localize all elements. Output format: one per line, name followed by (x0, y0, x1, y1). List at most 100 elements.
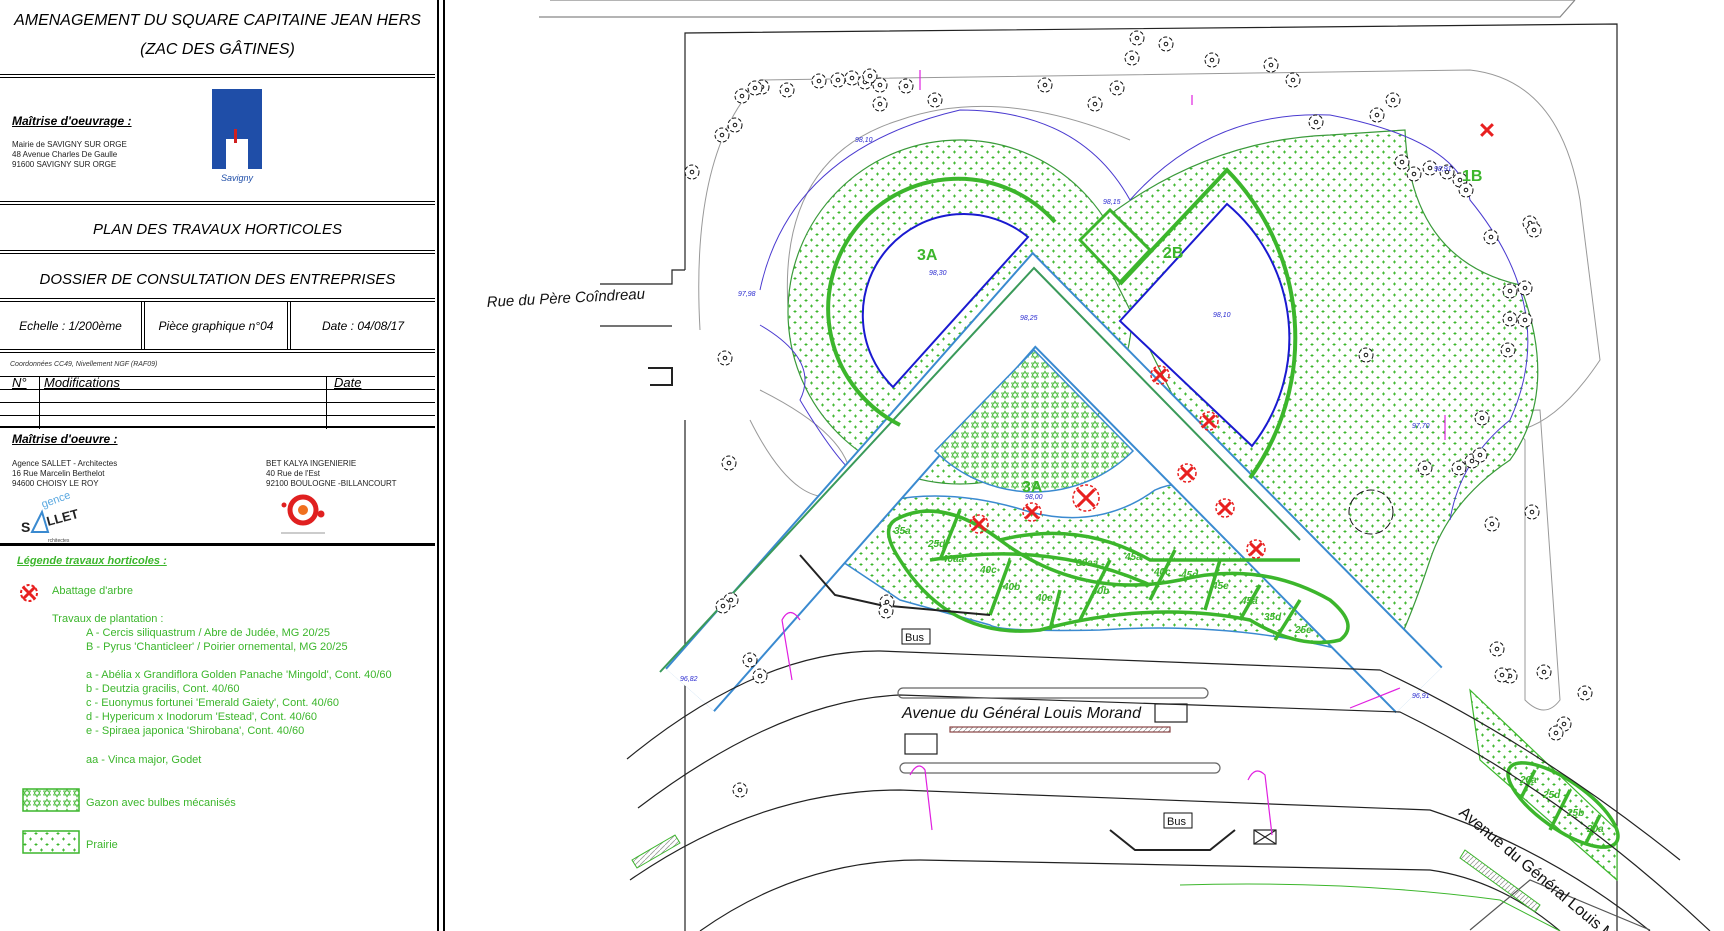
tree-icon (715, 598, 731, 614)
agency-line: 16 Rue Marcelin Berthelot (12, 469, 105, 478)
legend-heading: Légende travaux horticoles : (17, 555, 167, 567)
agency-line: Agence SALLET - Architectes (12, 459, 118, 468)
tree-icon (1517, 312, 1533, 328)
client-heading: Maîtrise d'oeuvrage : (12, 114, 132, 128)
tree-icon (779, 82, 795, 98)
info-row: Echelle : 1/200ème Pièce graphique n°04 … (0, 302, 435, 353)
tree-icon (898, 78, 914, 94)
bed-label: 35a (894, 526, 911, 537)
zone-3a-sector (861, 213, 1030, 389)
elevation: 98,15 (1103, 199, 1121, 206)
bus-stop-label: Bus (1167, 816, 1186, 828)
planting-strips (631, 834, 1561, 931)
existing-trees (684, 30, 1593, 798)
col-number: N° (12, 375, 27, 390)
tree-icon (732, 782, 748, 798)
project-title: AMENAGEMENT DU SQUARE CAPITAINE JEAN HER… (14, 12, 421, 29)
tree-icon (742, 652, 758, 668)
gazon-swatch (22, 788, 80, 812)
bed-label: 40e (1035, 593, 1053, 604)
bed-label: 40aa (941, 554, 965, 565)
zone-2b-square (1077, 207, 1153, 285)
zone-label: 3A (1022, 479, 1043, 496)
bed-label: 25d (927, 539, 946, 550)
zone-label: 3A (917, 247, 938, 264)
tree-icon (1577, 685, 1593, 701)
tree-icon (1494, 667, 1510, 683)
large-tree-icon (1348, 489, 1394, 535)
client-line: 91600 SAVIGNY SUR ORGE (12, 160, 117, 169)
tree-icon (1526, 222, 1542, 238)
tree-icon (717, 350, 733, 366)
prairie-swatch (22, 830, 80, 854)
tree-icon (1517, 280, 1533, 296)
bed-label: 40b (1091, 586, 1109, 597)
bet-line: 40 Rue de l'Est (266, 469, 321, 478)
modifications-table: N° Modifications Date (0, 375, 435, 429)
tree-icon (1417, 460, 1433, 476)
title-block: AMENAGEMENT DU SQUARE CAPITAINE JEAN HER… (0, 0, 439, 931)
tree-icon (830, 72, 846, 88)
dossier-title: DOSSIER DE CONSULTATION DES ENTREPRISES (39, 271, 396, 288)
tree-icon (721, 455, 737, 471)
legend-tree: A - Cercis siliquastrum / Abre de Judée,… (86, 627, 330, 639)
site-boundary (539, 0, 1618, 931)
tree-icon (878, 603, 894, 619)
tree-icon (844, 70, 860, 86)
legend-shrub: c - Euonymus fortunei 'Emerald Gaiety', … (86, 697, 340, 709)
tree-icon (1502, 283, 1518, 299)
tree-icon (1158, 36, 1174, 52)
prairie-corner-bed (1469, 688, 1618, 882)
legend-plantation-heading: Travaux de plantation : (52, 613, 164, 625)
architect-heading: Maîtrise d'oeuvre : (12, 432, 118, 446)
tree-icon (1406, 166, 1422, 182)
bus-stops: Bus Bus (901, 628, 1193, 829)
agency-line: 94600 CHOISY LE ROY (12, 479, 99, 488)
tree-felling-icon (1022, 502, 1042, 522)
zone-labels: 3A 2B 1B 3A (917, 168, 1482, 496)
walkway-edges (759, 109, 1529, 521)
bed-label: 20a (1586, 824, 1604, 835)
legend-prairie: Prairie (86, 839, 118, 851)
tree-felling-icon (1150, 365, 1170, 385)
bed-label: 35d (1264, 612, 1282, 623)
elevation: 97,70 (1412, 423, 1430, 430)
tree-felling-icon (1246, 539, 1266, 559)
elevation: 96,91 (1412, 693, 1430, 700)
col-date: Date (334, 375, 362, 390)
planting-bed-labels: 35a 25d 40aa 40c 40b 40e 80aa 45a 40c 45… (894, 526, 1604, 835)
tree-icon (1422, 160, 1438, 176)
tree-icon (1204, 52, 1220, 68)
tree-icon (1285, 72, 1301, 88)
tree-icon (872, 96, 888, 112)
tree-icon (747, 80, 763, 96)
tree-felling-marks (969, 123, 1494, 559)
tree-icon (872, 77, 888, 93)
svg-text:S: S (21, 519, 30, 535)
roads (626, 554, 1711, 931)
elevation: 98,00 (1025, 494, 1043, 501)
plan-title: PLAN DES TRAVAUX HORTICOLES (93, 221, 342, 238)
legend-shrub: d - Hypericum x Inodorum 'Estead', Cont.… (86, 711, 318, 723)
project-subtitle: (ZAC DES GÂTINES) (140, 41, 295, 58)
tree-icon (1451, 460, 1467, 476)
tree-icon (1394, 154, 1410, 170)
bed-label: 80aa (1076, 558, 1099, 569)
tree-icon (1358, 347, 1374, 363)
tree-felling-icon (1177, 463, 1197, 483)
zone-label: 1B (1462, 168, 1482, 185)
bed-label: 25e (1294, 625, 1312, 636)
client-line: 48 Avenue Charles De Gaulle (12, 150, 118, 159)
coordinates-note: Coordonnées CC49, Nivellement NGF (RAF09… (10, 361, 158, 368)
frame-divider (443, 0, 445, 931)
bet-line: BET KALYA INGENIERIE (266, 459, 357, 468)
tree-icon (1439, 164, 1455, 180)
bed-label: 45d (1180, 570, 1199, 581)
col-modifications: Modifications (44, 375, 120, 390)
bed-label: 40b (1002, 582, 1020, 593)
project-title-box: AMENAGEMENT DU SQUARE CAPITAINE JEAN HER… (0, 0, 435, 78)
zone-label: 2B (1163, 245, 1183, 262)
zone-3a-hedge (826, 176, 1057, 427)
client-box: Maîtrise d'oeuvrage : Mairie de SAVIGNY … (0, 78, 435, 205)
